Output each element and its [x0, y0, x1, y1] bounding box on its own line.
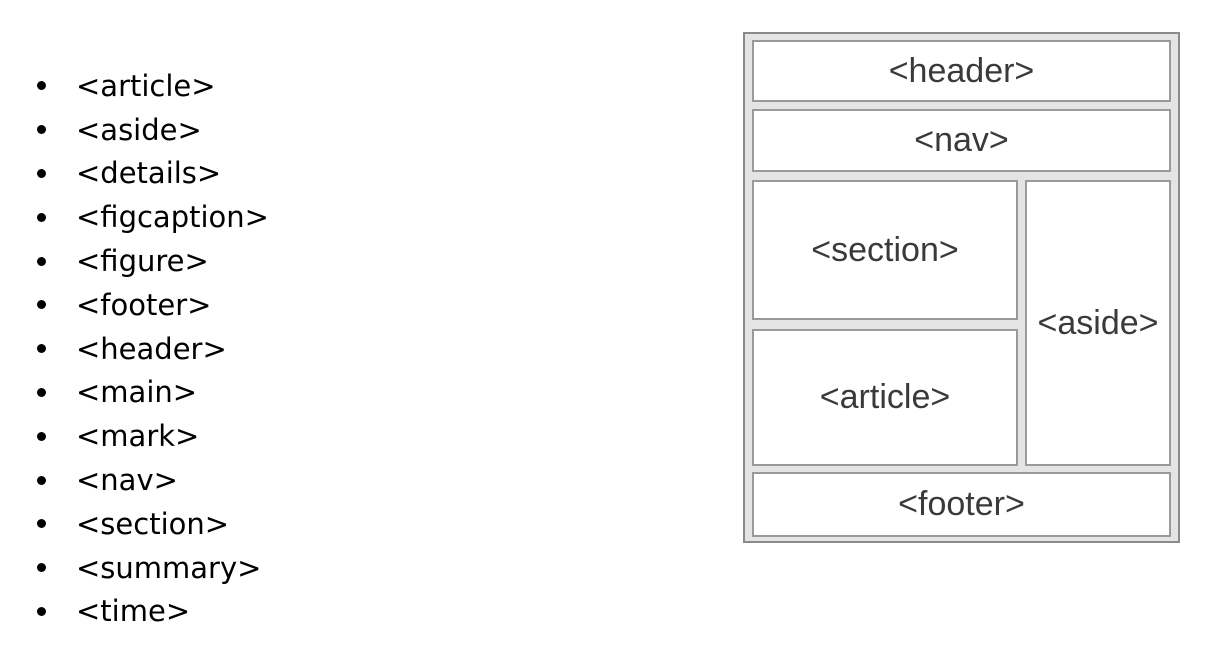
bullet-icon — [37, 606, 46, 616]
list-item: <header> — [37, 327, 269, 371]
html5-layout-diagram: <header> <nav> <section> <article> <asid… — [743, 32, 1180, 543]
bullet-icon — [37, 256, 46, 266]
diagram-nav-label: <nav> — [914, 121, 1009, 159]
bullet-icon — [37, 519, 46, 529]
bullet-icon — [37, 125, 46, 135]
list-item-label: <summary> — [76, 550, 262, 585]
list-item: <figcaption> — [37, 195, 269, 239]
bullet-icon — [37, 81, 46, 91]
list-item-label: <header> — [76, 331, 227, 366]
list-item: <section> — [37, 502, 269, 546]
list-item-label: <section> — [76, 506, 230, 541]
list-item: <footer> — [37, 283, 269, 327]
bullet-icon — [37, 387, 46, 397]
diagram-footer-label: <footer> — [898, 485, 1025, 523]
diagram-middle-row: <section> <article> <aside> — [752, 180, 1171, 466]
bullet-icon — [37, 300, 46, 310]
list-item-label: <figcaption> — [76, 200, 269, 235]
list-item: <time> — [37, 590, 269, 634]
diagram-article-box: <article> — [752, 329, 1018, 466]
diagram-article-label: <article> — [819, 378, 951, 416]
list-item-label: <nav> — [76, 463, 178, 498]
diagram-header-box: <header> — [752, 40, 1171, 102]
list-item: <mark> — [37, 414, 269, 458]
list-item: <nav> — [37, 458, 269, 502]
list-item-label: <aside> — [76, 112, 202, 147]
bullet-icon — [37, 431, 46, 441]
html5-elements-list: <article> <aside> <details> <figcaption>… — [37, 64, 269, 633]
list-item-label: <main> — [76, 375, 198, 410]
list-item: <article> — [37, 64, 269, 108]
list-item-label: <details> — [76, 156, 222, 191]
list-item-label: <article> — [76, 68, 216, 103]
diagram-main-column: <section> <article> — [752, 180, 1018, 466]
diagram-header-label: <header> — [888, 51, 1035, 90]
diagram-section-box: <section> — [752, 180, 1018, 320]
diagram-nav-box: <nav> — [752, 109, 1171, 172]
list-item-label: <time> — [76, 594, 191, 629]
list-item: <main> — [37, 371, 269, 415]
list-item-label: <mark> — [76, 419, 200, 454]
list-item: <figure> — [37, 239, 269, 283]
bullet-icon — [37, 344, 46, 354]
bullet-icon — [37, 168, 46, 178]
bullet-icon — [37, 475, 46, 485]
diagram-section-label: <section> — [811, 230, 959, 269]
list-item: <summary> — [37, 546, 269, 590]
list-item-label: <figure> — [76, 244, 209, 279]
bullet-icon — [37, 212, 46, 222]
bullet-icon — [37, 563, 46, 573]
list-item: <details> — [37, 152, 269, 196]
diagram-aside-box: <aside> — [1025, 180, 1171, 466]
list-item: <aside> — [37, 108, 269, 152]
list-item-label: <footer> — [76, 287, 212, 322]
diagram-aside-label: <aside> — [1037, 303, 1159, 342]
diagram-footer-box: <footer> — [752, 472, 1171, 537]
